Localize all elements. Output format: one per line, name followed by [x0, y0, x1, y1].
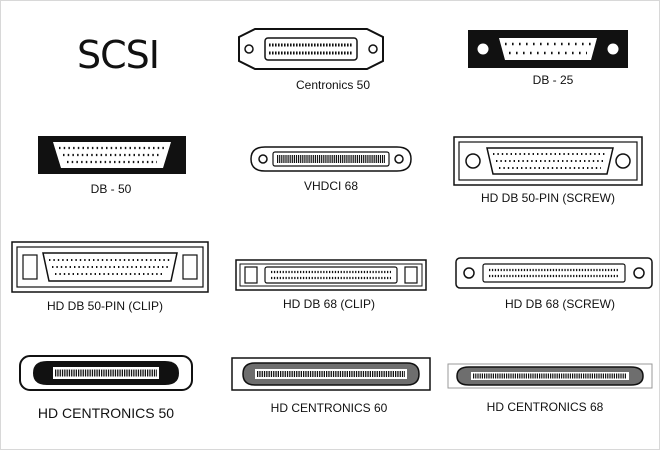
- diagram-title: SCSI: [77, 33, 160, 77]
- hd-centronics-50-connector: [19, 355, 193, 391]
- hd-db-50-screw-label: HD DB 50-PIN (SCREW): [480, 191, 616, 205]
- centronics-50-label: Centronics 50: [295, 78, 371, 92]
- hd-db-68-clip-connector: [235, 259, 427, 291]
- vhdci-68-connector: [250, 146, 412, 172]
- hd-db-68-screw-label: HD DB 68 (SCREW): [504, 297, 616, 311]
- hd-db-50-clip-label: HD DB 50-PIN (CLIP): [46, 299, 164, 313]
- hd-db-50-screw-connector: [453, 136, 643, 186]
- vhdci-68-label: VHDCI 68: [303, 179, 359, 193]
- hd-db-68-clip-label: HD DB 68 (CLIP): [282, 297, 376, 311]
- db-25-label: DB - 25: [532, 73, 574, 87]
- db-50-label: DB - 50: [90, 182, 132, 196]
- db-50-connector: [38, 136, 186, 174]
- db-25-connector: [468, 30, 628, 68]
- centronics-50-connector: [238, 28, 384, 70]
- hd-centronics-68-connector: [447, 363, 653, 389]
- hd-centronics-60-connector: [231, 357, 431, 391]
- hd-db-68-screw-connector: [455, 257, 653, 289]
- hd-centronics-50-label: HD CENTRONICS 50: [37, 405, 175, 421]
- hd-centronics-60-label: HD CENTRONICS 60: [270, 401, 388, 415]
- hd-centronics-68-label: HD CENTRONICS 68: [486, 400, 604, 414]
- hd-db-50-clip-connector: [11, 241, 209, 293]
